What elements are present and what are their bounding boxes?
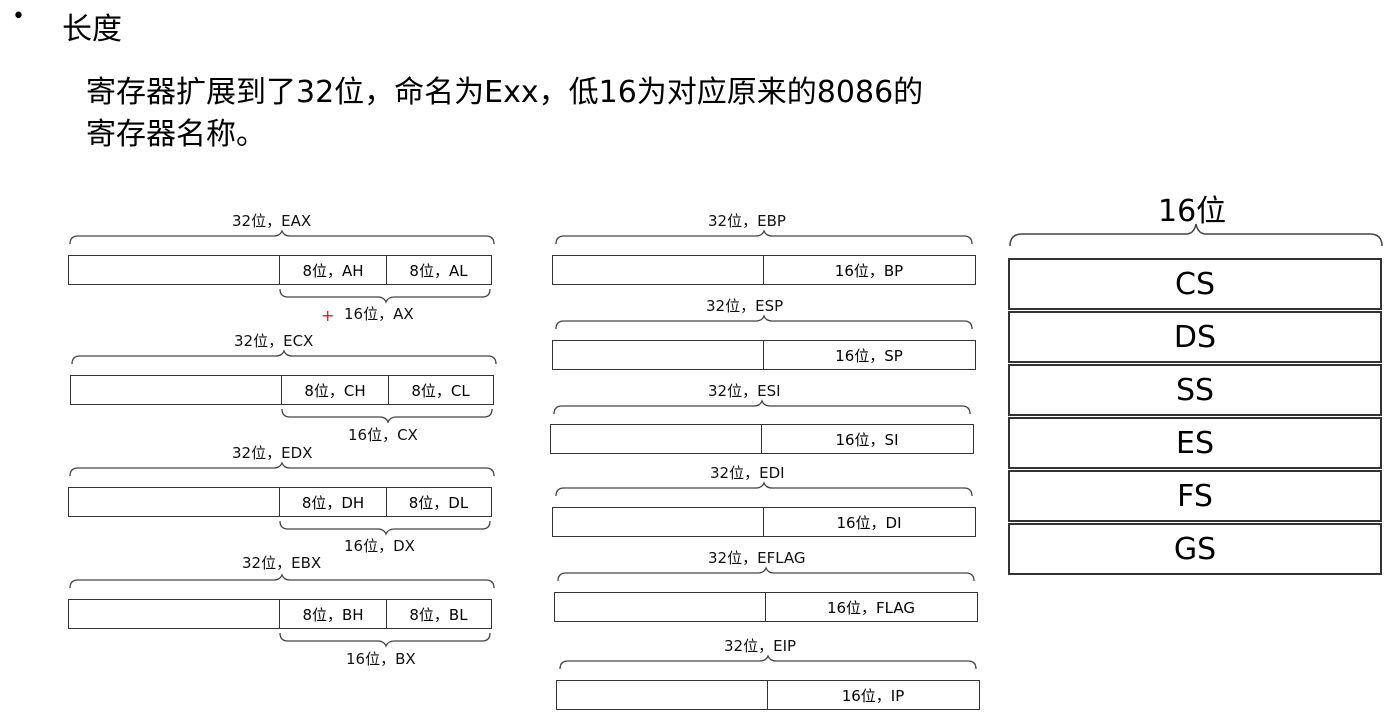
ebp-register: 16位，BP <box>552 255 976 285</box>
ecx-brace <box>71 349 497 365</box>
ebp-label: 32位，EBP <box>708 212 786 230</box>
description-line-2: 寄存器名称。 <box>86 117 266 152</box>
segment-brace <box>1009 223 1383 247</box>
eip-register: 16位，IP <box>556 680 980 710</box>
red-marker: + <box>321 306 335 325</box>
al-cell: 8位，AL <box>386 256 490 284</box>
eax-label: 32位，EAX <box>232 212 312 230</box>
dh-cell: 8位，DH <box>279 488 386 516</box>
ecx-label: 32位，ECX <box>234 332 314 350</box>
si-cell: 16位，SI <box>761 425 972 453</box>
bp-cell: 16位，BP <box>763 256 974 284</box>
esi-label: 32位，ESI <box>708 382 781 400</box>
ebx-brace <box>69 573 495 589</box>
di-cell: 16位，DI <box>763 508 974 536</box>
ax-brace <box>279 288 491 304</box>
esp-label: 32位，ESP <box>706 297 784 315</box>
edx-label: 32位，EDX <box>232 444 313 462</box>
ebx-register: 8位，BH 8位，BL <box>68 599 492 629</box>
eflag-brace <box>557 566 975 582</box>
cs-register: CS <box>1008 258 1382 310</box>
esi-register: 16位，SI <box>550 424 974 454</box>
bx-brace <box>279 632 491 648</box>
edi-register: 16位，DI <box>552 507 976 537</box>
gs-register: GS <box>1008 523 1382 575</box>
eax-register: 8位，AH 8位，AL <box>68 255 492 285</box>
description-line-1: 寄存器扩展到了32位，命名为Exx，低16为对应原来的8086的 <box>86 75 924 110</box>
heading: 长度 <box>62 12 122 47</box>
ch-cell: 8位，CH <box>281 376 388 404</box>
sp-cell: 16位，SP <box>763 341 974 369</box>
esp-brace <box>555 314 973 330</box>
dl-cell: 8位，DL <box>386 488 490 516</box>
bh-cell: 8位，BH <box>279 600 386 628</box>
ip-cell: 16位，IP <box>767 681 978 709</box>
esp-register: 16位，SP <box>552 340 976 370</box>
cx-brace <box>281 408 493 424</box>
eip-label: 32位，EIP <box>724 637 797 655</box>
es-register: ES <box>1008 417 1382 469</box>
dx-label: 16位，DX <box>344 537 415 555</box>
eflag-register: 16位，FLAG <box>554 592 978 622</box>
edx-register: 8位，DH 8位，DL <box>68 487 492 517</box>
eax-brace <box>69 229 495 245</box>
description: 寄存器扩展到了32位，命名为Exx，低16为对应原来的8086的 寄存器名称。 <box>86 72 923 156</box>
fs-register: FS <box>1008 470 1382 522</box>
bx-label: 16位，BX <box>346 650 416 668</box>
segment-register-stack: CS DS SS ES FS GS <box>1008 258 1382 576</box>
ebx-label: 32位，EBX <box>242 554 322 572</box>
cx-label: 16位，CX <box>348 426 418 444</box>
ebp-brace <box>555 229 973 245</box>
bl-cell: 8位，BL <box>386 600 490 628</box>
ds-register: DS <box>1008 311 1382 363</box>
ss-register: SS <box>1008 364 1382 416</box>
edi-brace <box>555 481 973 497</box>
segment-width-label: 16位 <box>1158 194 1227 229</box>
edx-brace <box>69 461 495 477</box>
dx-brace <box>279 520 491 536</box>
flag-cell: 16位，FLAG <box>765 593 976 621</box>
bullet-point: • <box>12 4 25 29</box>
eflag-label: 32位，EFLAG <box>708 549 806 567</box>
cl-cell: 8位，CL <box>388 376 492 404</box>
edi-label: 32位，EDI <box>710 464 785 482</box>
ah-cell: 8位，AH <box>279 256 386 284</box>
eip-brace <box>559 654 977 670</box>
esi-brace <box>553 399 971 415</box>
ax-label: 16位，AX <box>344 305 414 323</box>
ecx-register: 8位，CH 8位，CL <box>70 375 494 405</box>
